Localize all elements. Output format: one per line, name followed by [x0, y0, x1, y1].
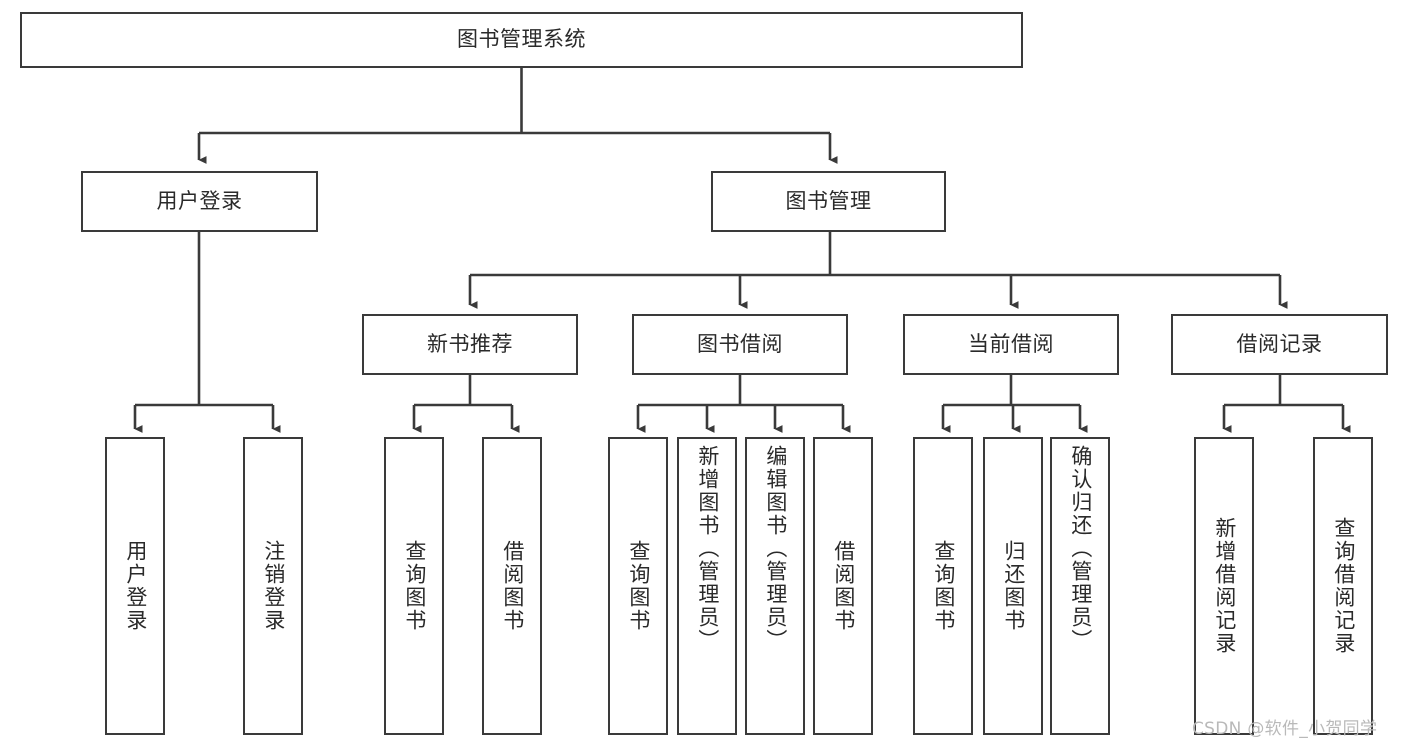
leaf-current-query-book[interactable]: 查询图书 [913, 437, 973, 735]
leaf-borrow-add-book-admin[interactable]: 新增图书（管理员） [677, 437, 737, 735]
leaf-borrow-edit-book-admin[interactable]: 编辑图书（管理员） [745, 437, 805, 735]
leaf-borrow-query-book[interactable]: 查询图书 [608, 437, 668, 735]
node-label: 借阅图书 [500, 540, 525, 632]
node-label: 新增图书（管理员） [695, 445, 720, 652]
node-label: 新书推荐 [427, 331, 513, 356]
node-label: 确认归还（管理员） [1068, 445, 1093, 652]
leaf-user-logout[interactable]: 注销登录 [243, 437, 303, 735]
leaf-borrow-borrow-book[interactable]: 借阅图书 [813, 437, 873, 735]
node-current-borrow[interactable]: 当前借阅 [903, 314, 1119, 375]
node-label: 用户登录 [123, 540, 148, 632]
node-user-login[interactable]: 用户登录 [81, 171, 318, 232]
leaf-recommend-borrow-book[interactable]: 借阅图书 [482, 437, 542, 735]
node-label: 归还图书 [1001, 540, 1026, 632]
node-label: 图书管理 [785, 188, 872, 213]
node-label: 借阅记录 [1236, 331, 1323, 356]
node-label: 注销登录 [261, 540, 286, 632]
node-label: 用户登录 [156, 188, 243, 213]
leaf-recommend-query-book[interactable]: 查询图书 [384, 437, 444, 735]
node-system-root[interactable]: 图书管理系统 [20, 12, 1023, 68]
node-label: 查询图书 [931, 540, 956, 632]
leaf-user-login[interactable]: 用户登录 [105, 437, 165, 735]
leaf-record-add-record[interactable]: 新增借阅记录 [1194, 437, 1254, 735]
node-label: 图书管理系统 [457, 27, 586, 52]
leaf-record-query-record[interactable]: 查询借阅记录 [1313, 437, 1373, 735]
leaf-current-confirm-return-admin[interactable]: 确认归还（管理员） [1050, 437, 1110, 735]
node-label: 图书借阅 [697, 331, 783, 356]
node-book-borrow[interactable]: 图书借阅 [632, 314, 848, 375]
node-label: 查询借阅记录 [1331, 517, 1356, 655]
watermark-text: CSDN @软件_小贺同学 [1192, 719, 1378, 739]
node-label: 编辑图书（管理员） [763, 445, 788, 652]
node-label: 查询图书 [626, 540, 651, 632]
leaf-current-return-book[interactable]: 归还图书 [983, 437, 1043, 735]
node-label: 借阅图书 [831, 540, 856, 632]
node-borrow-record[interactable]: 借阅记录 [1171, 314, 1388, 375]
node-label: 当前借阅 [968, 331, 1054, 356]
node-new-book-recommend[interactable]: 新书推荐 [362, 314, 578, 375]
node-label: 新增借阅记录 [1212, 517, 1237, 655]
node-book-management[interactable]: 图书管理 [711, 171, 946, 232]
node-label: 查询图书 [402, 540, 427, 632]
